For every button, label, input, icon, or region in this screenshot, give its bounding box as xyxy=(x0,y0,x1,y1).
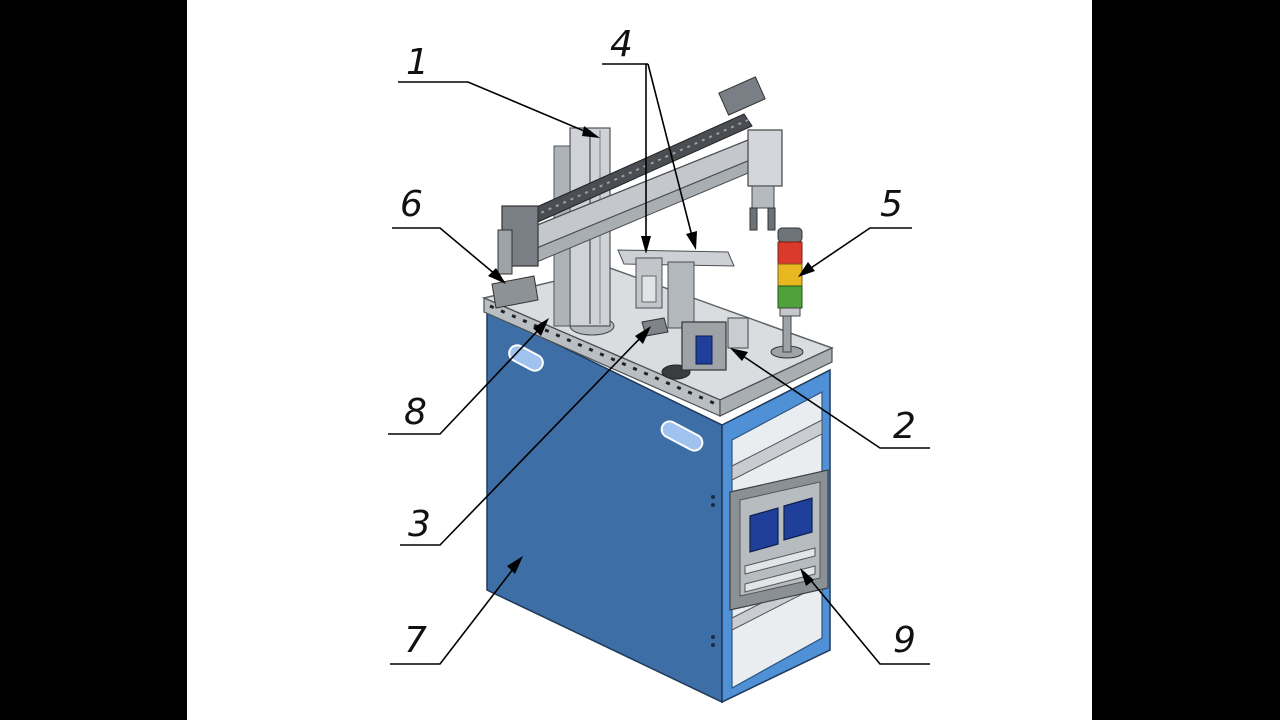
tower-yellow-light xyxy=(777,263,803,287)
arrowhead-3 xyxy=(635,326,651,344)
callout-7: 7 xyxy=(404,620,427,661)
arrowhead-6 xyxy=(488,268,506,284)
callout-6: 6 xyxy=(400,184,423,225)
rivet xyxy=(711,495,715,499)
leader-5 xyxy=(801,227,912,275)
arrowhead-8 xyxy=(533,318,549,336)
tabletop-side-edge xyxy=(719,347,833,417)
tabletop-slots xyxy=(489,304,717,406)
rack-rail-top xyxy=(731,419,823,481)
arrowhead-5 xyxy=(798,262,815,277)
signal-tower xyxy=(770,227,804,359)
callout-2: 2 xyxy=(893,406,916,447)
rack-screen-right xyxy=(783,497,813,541)
arrowhead-2 xyxy=(730,348,748,361)
leader-3 xyxy=(400,329,649,546)
tower-cap xyxy=(777,227,803,243)
carriage-body xyxy=(747,129,783,187)
tower-pole xyxy=(782,313,792,353)
gripper-finger xyxy=(767,207,776,231)
station-slot xyxy=(641,275,657,303)
drawing-canvas: 1 2 3 4 5 6 7 8 9 xyxy=(187,0,1092,720)
callout-4: 4 xyxy=(610,24,633,65)
module-screen xyxy=(695,335,713,365)
leader-7 xyxy=(390,559,521,665)
rivet xyxy=(711,643,715,647)
support-block xyxy=(491,275,539,309)
leader-9 xyxy=(803,571,930,665)
tower-red-light xyxy=(777,241,803,265)
callout-3: 3 xyxy=(408,504,431,545)
leader-lines xyxy=(388,63,930,665)
module-sensor xyxy=(727,317,749,349)
arrowhead-7 xyxy=(507,556,523,574)
gripper-finger xyxy=(749,207,758,231)
rack-screen-left xyxy=(749,507,779,553)
leader-6 xyxy=(392,227,503,281)
leader-1 xyxy=(398,81,597,137)
callout-labels: 1 2 3 4 5 6 7 8 9 xyxy=(400,24,916,661)
callout-9: 9 xyxy=(893,620,916,661)
station-diagram: 1 2 3 4 5 6 7 8 9 xyxy=(388,24,930,704)
rivet xyxy=(711,635,715,639)
callout-8: 8 xyxy=(404,392,427,433)
tower-green-light xyxy=(777,285,803,309)
arm-motor-cap xyxy=(497,229,513,275)
work-stations xyxy=(617,249,735,329)
callout-1: 1 xyxy=(406,42,429,83)
leader-4-b xyxy=(647,63,695,245)
gripper-cylinder xyxy=(751,185,775,209)
station-post-right xyxy=(667,261,695,329)
leader-8 xyxy=(388,321,547,435)
gripper-carriage xyxy=(718,76,783,231)
arrowhead-4b xyxy=(686,231,697,250)
arrowhead-1 xyxy=(582,126,600,138)
carriage-motor xyxy=(718,76,766,116)
tower-bottom xyxy=(779,307,801,317)
rack-din-rail xyxy=(744,565,816,593)
callout-5: 5 xyxy=(880,184,903,225)
rivet xyxy=(711,503,715,507)
inspection-module xyxy=(681,317,749,371)
arrowhead-9 xyxy=(800,568,814,586)
leader-2 xyxy=(733,349,930,449)
handle-slot-right xyxy=(660,420,704,452)
arrowhead-4a xyxy=(641,236,651,254)
rack-din-rail xyxy=(744,547,816,575)
